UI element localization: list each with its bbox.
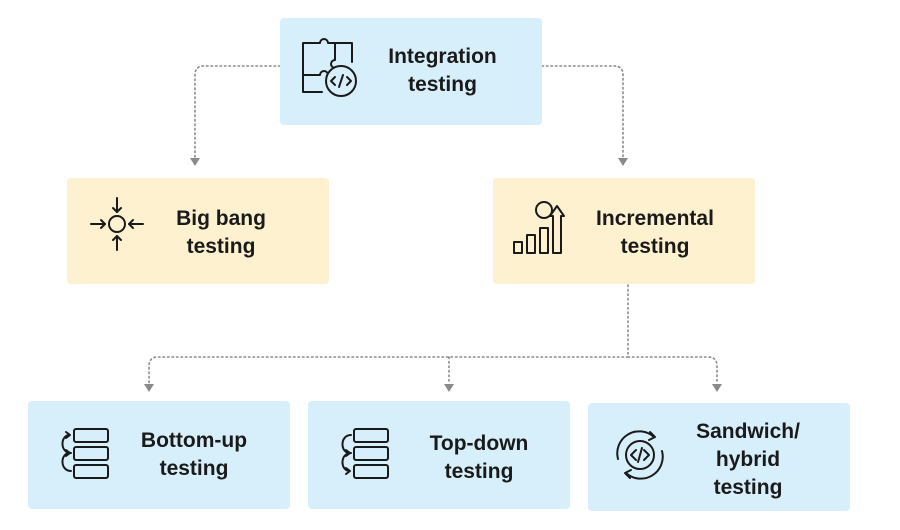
growth-bars-icon [511, 198, 571, 258]
connector-root-bigbang [194, 65, 281, 158]
node-top-down-label: Top-down testing [429, 432, 529, 483]
node-incremental-testing: Incremental testing [493, 178, 755, 284]
stack-arrows-down-icon [332, 425, 392, 485]
converge-arrows-icon [87, 194, 147, 254]
node-bottom-up-testing: Bottom-up testing [28, 401, 290, 509]
cycle-code-icon [610, 425, 670, 485]
connector-arrowheads [144, 158, 722, 392]
node-incremental-label: Incremental testing [596, 207, 714, 258]
node-sandwich-hybrid-testing: Sandwich/ hybrid testing [588, 403, 850, 511]
puzzle-code-icon [300, 38, 360, 100]
node-big-bang-testing: Big bang testing [67, 178, 329, 284]
node-integration-label: Integration testing [388, 45, 497, 96]
connector-to-sandwich [627, 356, 718, 384]
connector-to-bottomup [148, 356, 629, 384]
node-sandwich-label: Sandwich/ hybrid testing [696, 420, 800, 499]
node-integration-testing: Integration testing [280, 18, 542, 125]
node-bottom-up-label: Bottom-up testing [140, 429, 248, 480]
connector-root-incremental [541, 65, 624, 158]
stack-arrows-up-icon [52, 425, 112, 485]
node-big-bang-label: Big bang testing [176, 207, 266, 258]
node-top-down-testing: Top-down testing [308, 401, 570, 509]
